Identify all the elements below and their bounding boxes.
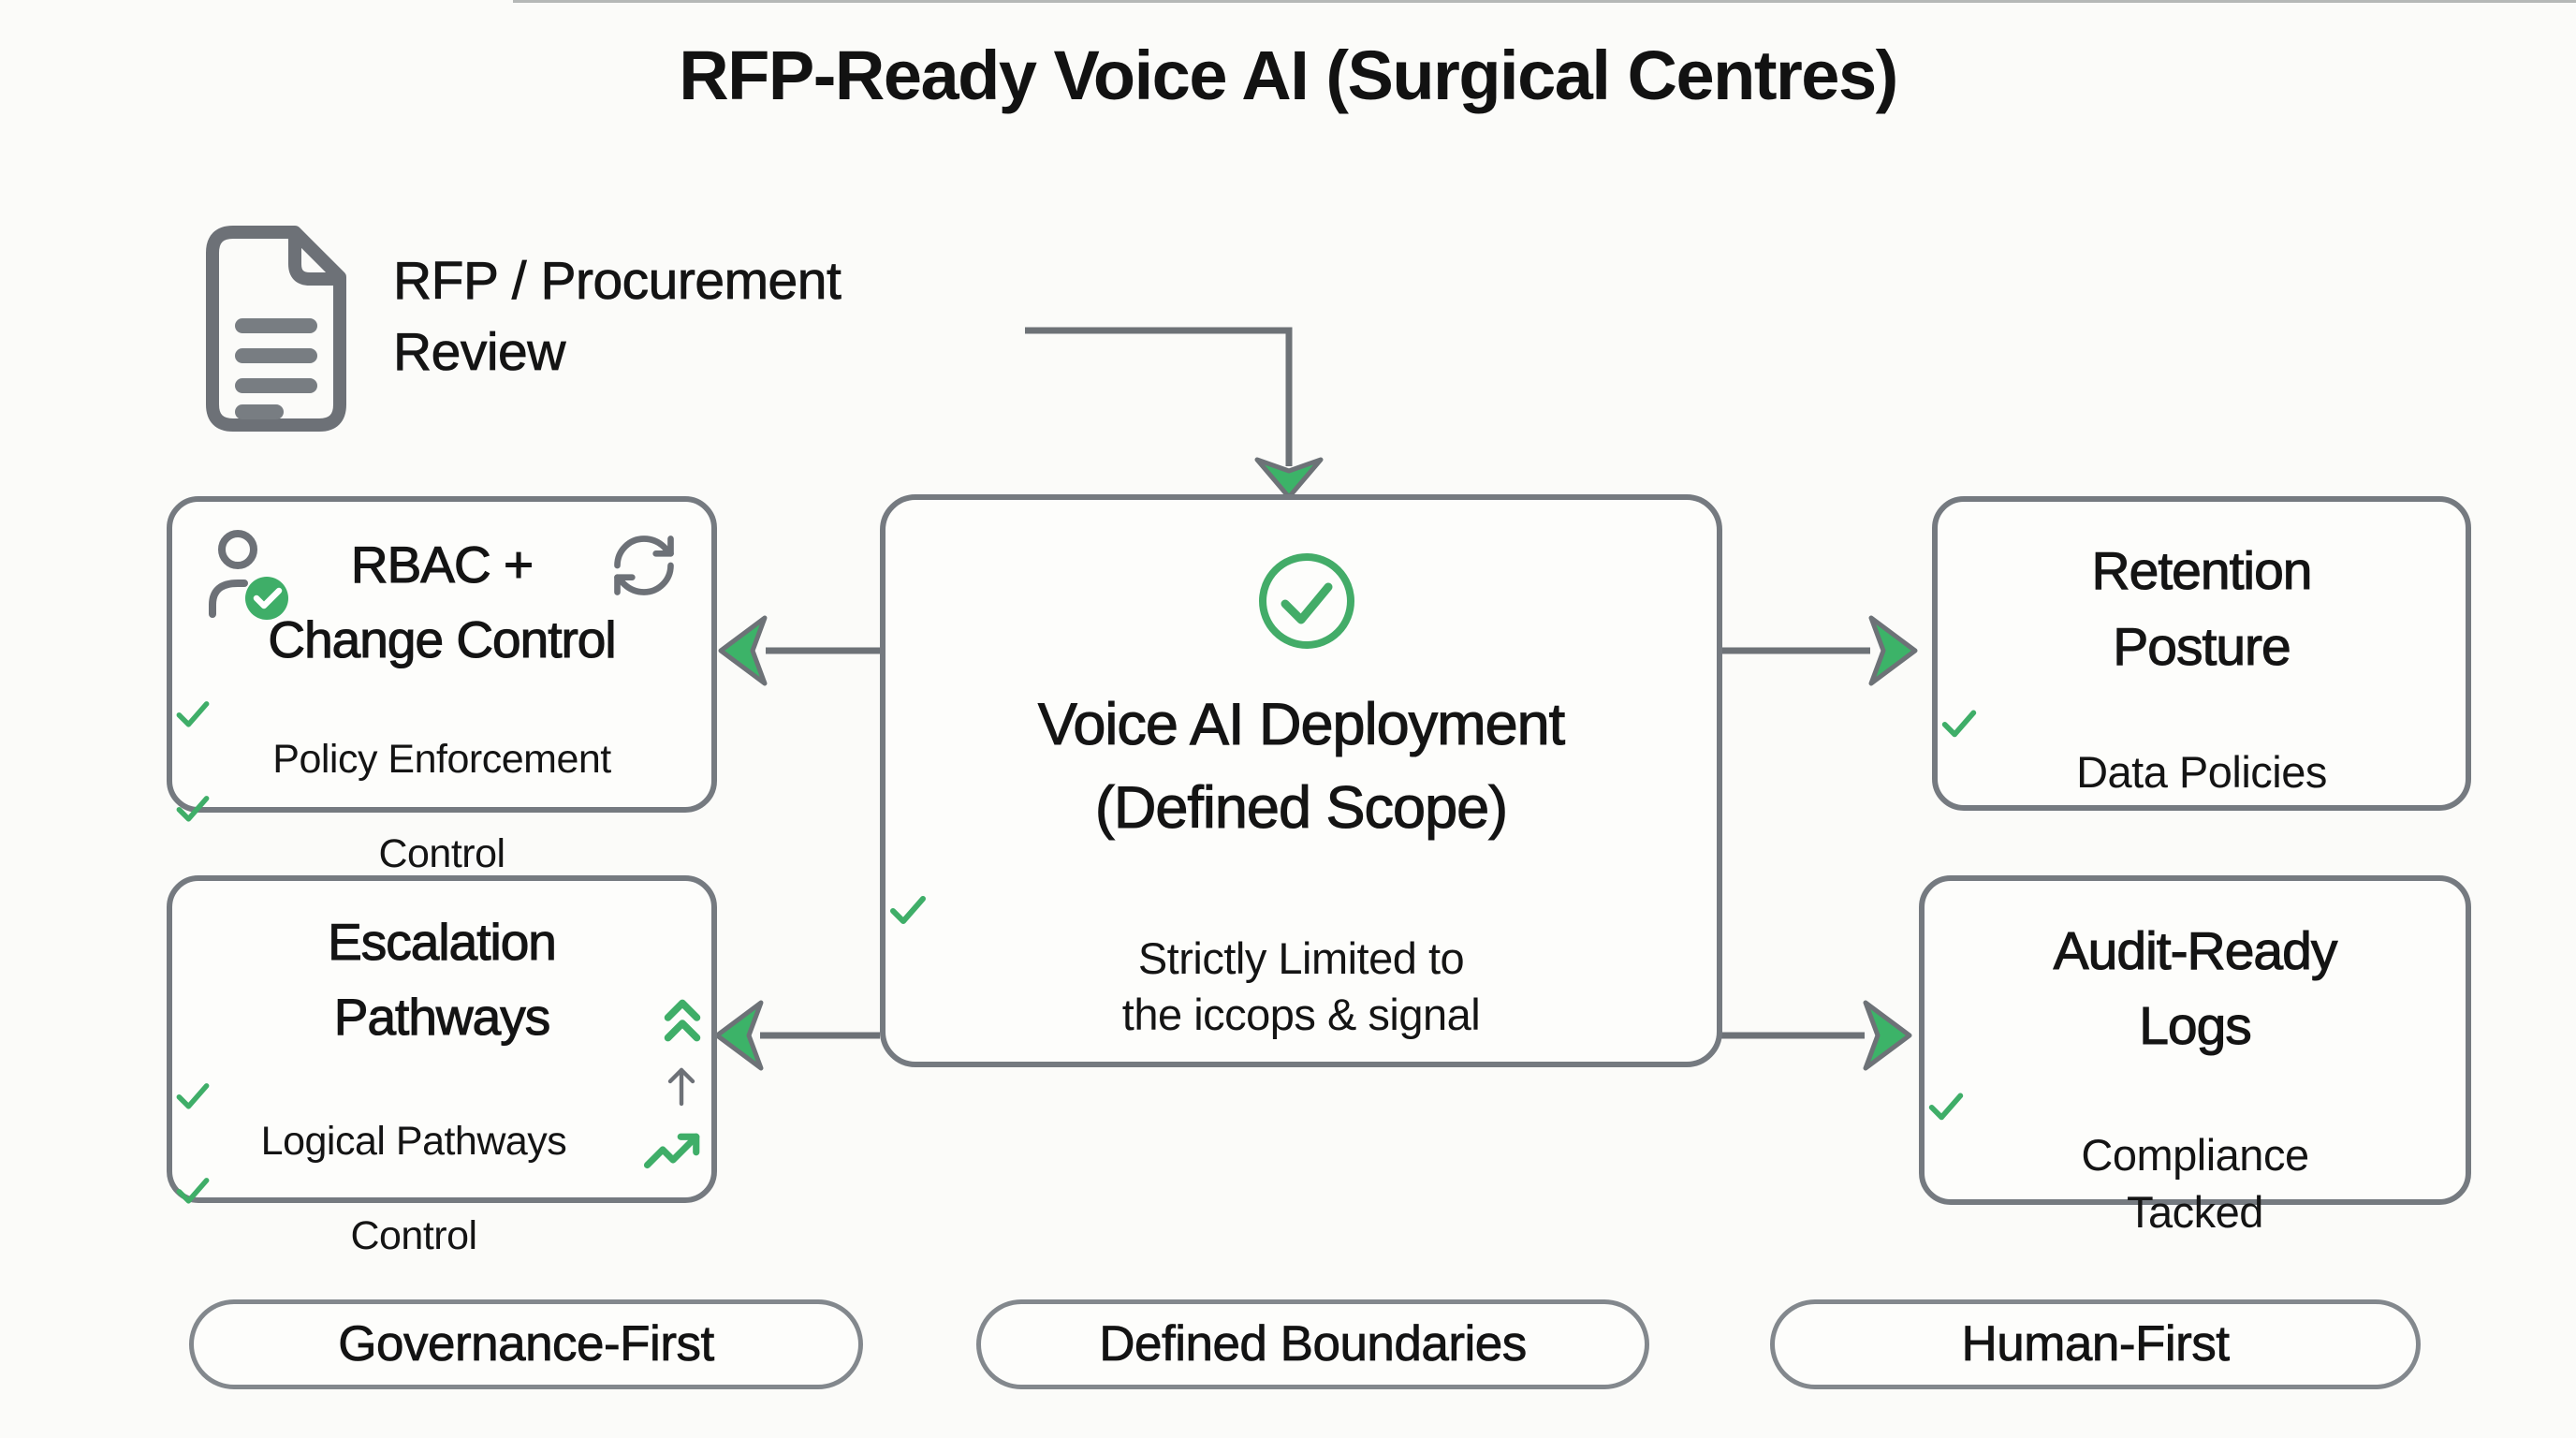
audit-bullets: Compliance Tacked [1925,1083,2466,1240]
bullet-text: Control [350,1212,477,1258]
page-title: RFP-Ready Voice AI (Surgical Centres) [679,37,1898,114]
arrowhead-left-icon [714,1000,764,1071]
center-title-line1: Voice AI Deployment [1037,691,1565,757]
retention-title-line2: Posture [2113,616,2292,677]
center-title-line2: (Defined Scope) [1094,775,1508,842]
bullet-row: Data Policies [1938,700,2466,801]
rbac-title-line2: Change Control [268,609,617,668]
trending-up-icon [642,1126,704,1173]
audit-ready-logs-box: Audit-Ready Logs Compliance Tacked [1919,875,2471,1237]
bullet-text: Control [378,830,505,876]
connector-source-to-center [1025,327,1293,466]
audit-title-line2: Logs [2139,995,2253,1056]
rbac-box-title: RBAC + Change Control [172,528,711,678]
source-label-line1: RFP / Procurement [393,251,842,312]
top-edge-artifact [513,0,2576,3]
source-label-line2: Review [393,322,566,383]
retention-title-line1: Retention [2091,540,2313,601]
escalation-bullets: Logical Pathways Control [172,1074,655,1263]
rbac-title-line1: RBAC + [350,535,534,594]
bullet-text-line2: Tacked [2127,1187,2263,1238]
refresh-icon [608,530,680,601]
escalation-title-line1: Escalation [328,912,558,971]
chevrons-up-icon [648,986,717,1055]
rbac-change-control-box: RBAC + Change Control Policy Enforcement… [167,496,717,876]
arrow-up-icon [659,1059,704,1109]
audit-title-line1: Audit-Ready [2053,920,2338,981]
document-icon [192,217,360,440]
checkmark-icon [176,1177,210,1204]
voice-ai-deployment-box: Voice AI Deployment (Defined Scope) Stri… [880,494,1722,1067]
bullet-row: Logical Pathways [172,1074,655,1168]
checkmark-icon [176,701,210,727]
user-check-icon [200,524,294,625]
audit-box-title: Audit-Ready Logs [1925,915,2466,1064]
bullet-row: Strictly Limited to [886,886,1717,987]
badge-human-first: Human-First [1770,1299,2421,1389]
bullet-row: Control [172,786,711,881]
arrowhead-right-icon [1863,1000,1912,1071]
retention-box-title: Retention Posture [1938,534,2466,685]
bullet-text: Logical Pathways [260,1119,567,1164]
checkmark-icon [176,1083,210,1109]
arrowhead-right-icon [1868,615,1918,686]
badge-governance-first: Governance-First [189,1299,863,1389]
escalation-pathways-box: Escalation Pathways Logical Pathways Con… [167,875,717,1258]
rbac-bullets: Policy Enforcement Control [172,692,711,881]
center-box-title: Voice AI Deployment (Defined Scope) [886,683,1717,851]
bullet-text: Policy Enforcement [272,737,611,782]
check-circle-icon [1254,549,1359,653]
bullet-text: Data Policies [2076,747,2327,797]
checkmark-icon [176,795,210,822]
escalation-title-line2: Pathways [333,987,551,1046]
bullet-text-line1: Compliance [2081,1130,2309,1180]
retention-posture-box: Retention Posture Data Policies [1932,496,2471,811]
bullet-text-line2: the iccops & signal [1121,990,1481,1040]
checkmark-icon [1941,710,1977,738]
escalation-box-title: Escalation Pathways [172,905,711,1055]
arrowhead-left-icon [718,615,768,686]
retention-bullets: Data Policies [1938,700,2466,801]
bullet-row: Compliance [1925,1083,2466,1183]
checkmark-icon [1928,1093,1964,1121]
source-label: RFP / Procurement Review [393,245,842,389]
center-bullets: Strictly Limited to the iccops & signal [886,886,1717,1043]
bullet-row: Policy Enforcement [172,692,711,786]
bullet-text-line1: Strictly Limited to [1137,933,1465,983]
checkmark-icon [890,896,926,924]
badge-defined-boundaries: Defined Boundaries [976,1299,1649,1389]
bullet-row: Control [172,1168,655,1263]
arrowhead-down-icon [1254,457,1324,500]
